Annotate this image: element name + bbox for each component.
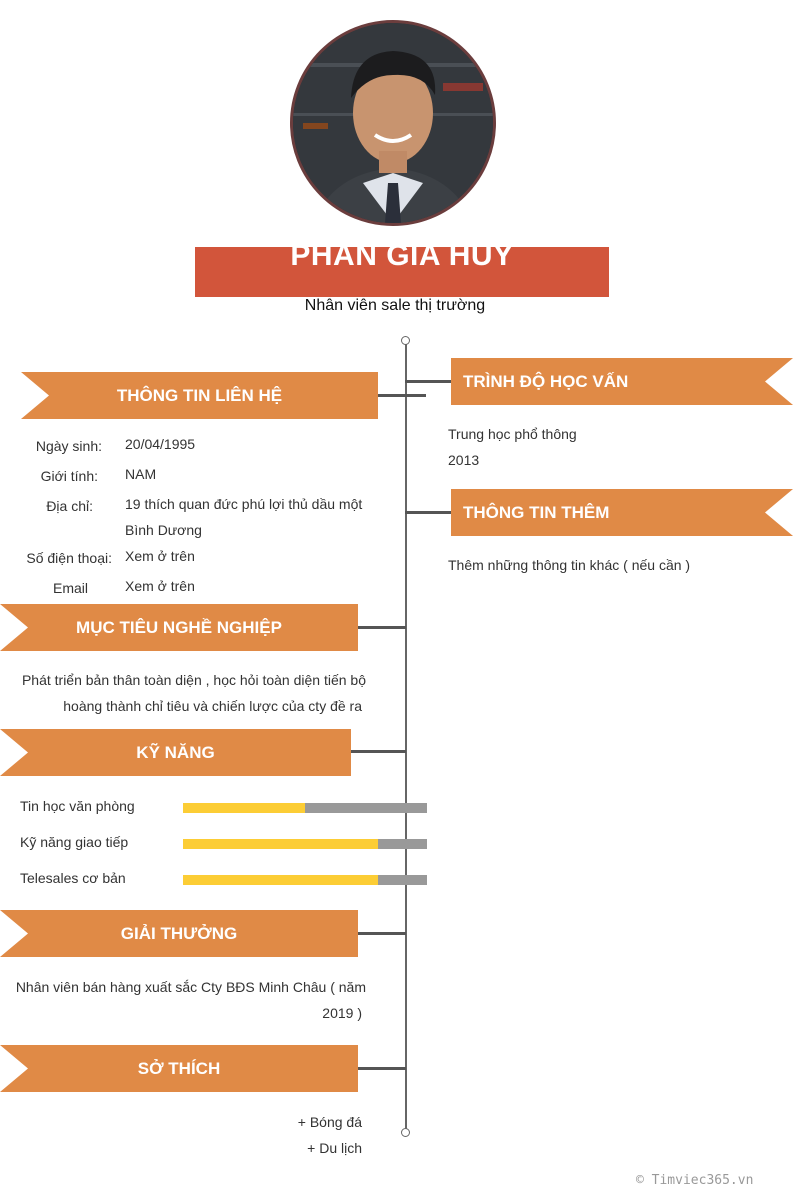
skill-bar-track	[183, 875, 427, 885]
objective-line-1: Phát triển bản thân toàn diện , học hỏi …	[21, 672, 366, 688]
skill-bar-track	[183, 839, 427, 849]
contact-value-gender: NAM	[125, 466, 157, 482]
connector-awards	[358, 932, 406, 935]
contact-label-gender: Giới tính:	[40, 468, 98, 484]
contact-label-email: Email	[52, 580, 88, 596]
hobbies-heading: SỞ THÍCH	[0, 1045, 358, 1092]
job-title: Nhân viên sale thị trường	[304, 297, 486, 314]
footer-watermark: © Timviec365.vn	[636, 1173, 754, 1188]
contact-value-email: Xem ở trên	[125, 578, 195, 594]
connector-skills	[351, 750, 406, 753]
hobbies-heading-text: SỞ THÍCH	[137, 1058, 221, 1078]
skill-bar-track	[183, 803, 427, 813]
objective-heading-text: MỤC TIÊU NGHỀ NGHIỆP	[76, 617, 282, 637]
contact-heading-text: THÔNG TIN LIÊN HỆ	[116, 385, 283, 405]
name-banner	[195, 247, 609, 297]
contact-label-address: Địa chỉ:	[46, 498, 93, 514]
timeline-line	[404, 344, 407, 1130]
contact-value-address: 19 thích quan đức phú lợi thủ dầu một	[125, 496, 363, 512]
education-school: Trung học phổ thông	[448, 426, 577, 442]
extra-heading: THÔNG TIN THÊM	[451, 489, 793, 536]
objective-line-2: hoàng thành chỉ tiêu và chiến lược của c…	[63, 698, 362, 714]
award-line-1: Nhân viên bán hàng xuất sắc Cty BĐS Minh…	[15, 979, 366, 995]
connector-objective	[358, 626, 406, 629]
connector-extra	[405, 511, 451, 514]
connector-education	[405, 380, 451, 383]
skill-bar-fill	[183, 875, 379, 885]
contact-label-dob: Ngày sinh:	[35, 438, 102, 454]
awards-heading: GIẢI THƯỞNG	[0, 910, 358, 957]
contact-value-phone: Xem ở trên	[125, 548, 195, 564]
candidate-name: PHAN GIA HUY	[290, 239, 514, 272]
connector-contact	[378, 394, 426, 397]
avatar	[290, 20, 496, 226]
education-heading: TRÌNH ĐỘ HỌC VẤN	[451, 358, 793, 405]
timeline-bottom-dot	[401, 1128, 410, 1137]
extra-text: Thêm những thông tin khác ( nếu cần )	[448, 557, 691, 573]
contact-heading: THÔNG TIN LIÊN HỆ	[21, 372, 378, 419]
timeline-top-dot	[401, 336, 410, 345]
contact-label-phone: Số điện thoại:	[26, 550, 112, 566]
awards-heading-text: GIẢI THƯỞNG	[120, 923, 238, 943]
hobby-item: + Du lịch	[307, 1140, 362, 1156]
skill-bar-fill	[183, 803, 305, 813]
objective-heading: MỤC TIÊU NGHỀ NGHIỆP	[0, 604, 358, 651]
skill-name: Telesales cơ bản	[20, 870, 126, 886]
education-year: 2013	[448, 452, 480, 468]
hobby-item: + Bóng đá	[297, 1114, 362, 1130]
award-line-2: 2019 )	[322, 1005, 362, 1021]
person-photo-icon	[293, 23, 493, 223]
contact-value-address-line2: Bình Dương	[125, 522, 202, 538]
connector-hobbies	[358, 1067, 406, 1070]
education-heading-text: TRÌNH ĐỘ HỌC VẤN	[463, 371, 629, 391]
skills-heading-text: KỸ NĂNG	[136, 742, 215, 762]
skill-name: Kỹ năng giao tiếp	[20, 834, 129, 850]
skills-heading: KỸ NĂNG	[0, 729, 351, 776]
skill-bar-fill	[183, 839, 379, 849]
contact-value-dob: 20/04/1995	[125, 436, 196, 452]
extra-heading-text: THÔNG TIN THÊM	[463, 502, 610, 522]
skill-name: Tin học văn phòng	[20, 798, 135, 814]
